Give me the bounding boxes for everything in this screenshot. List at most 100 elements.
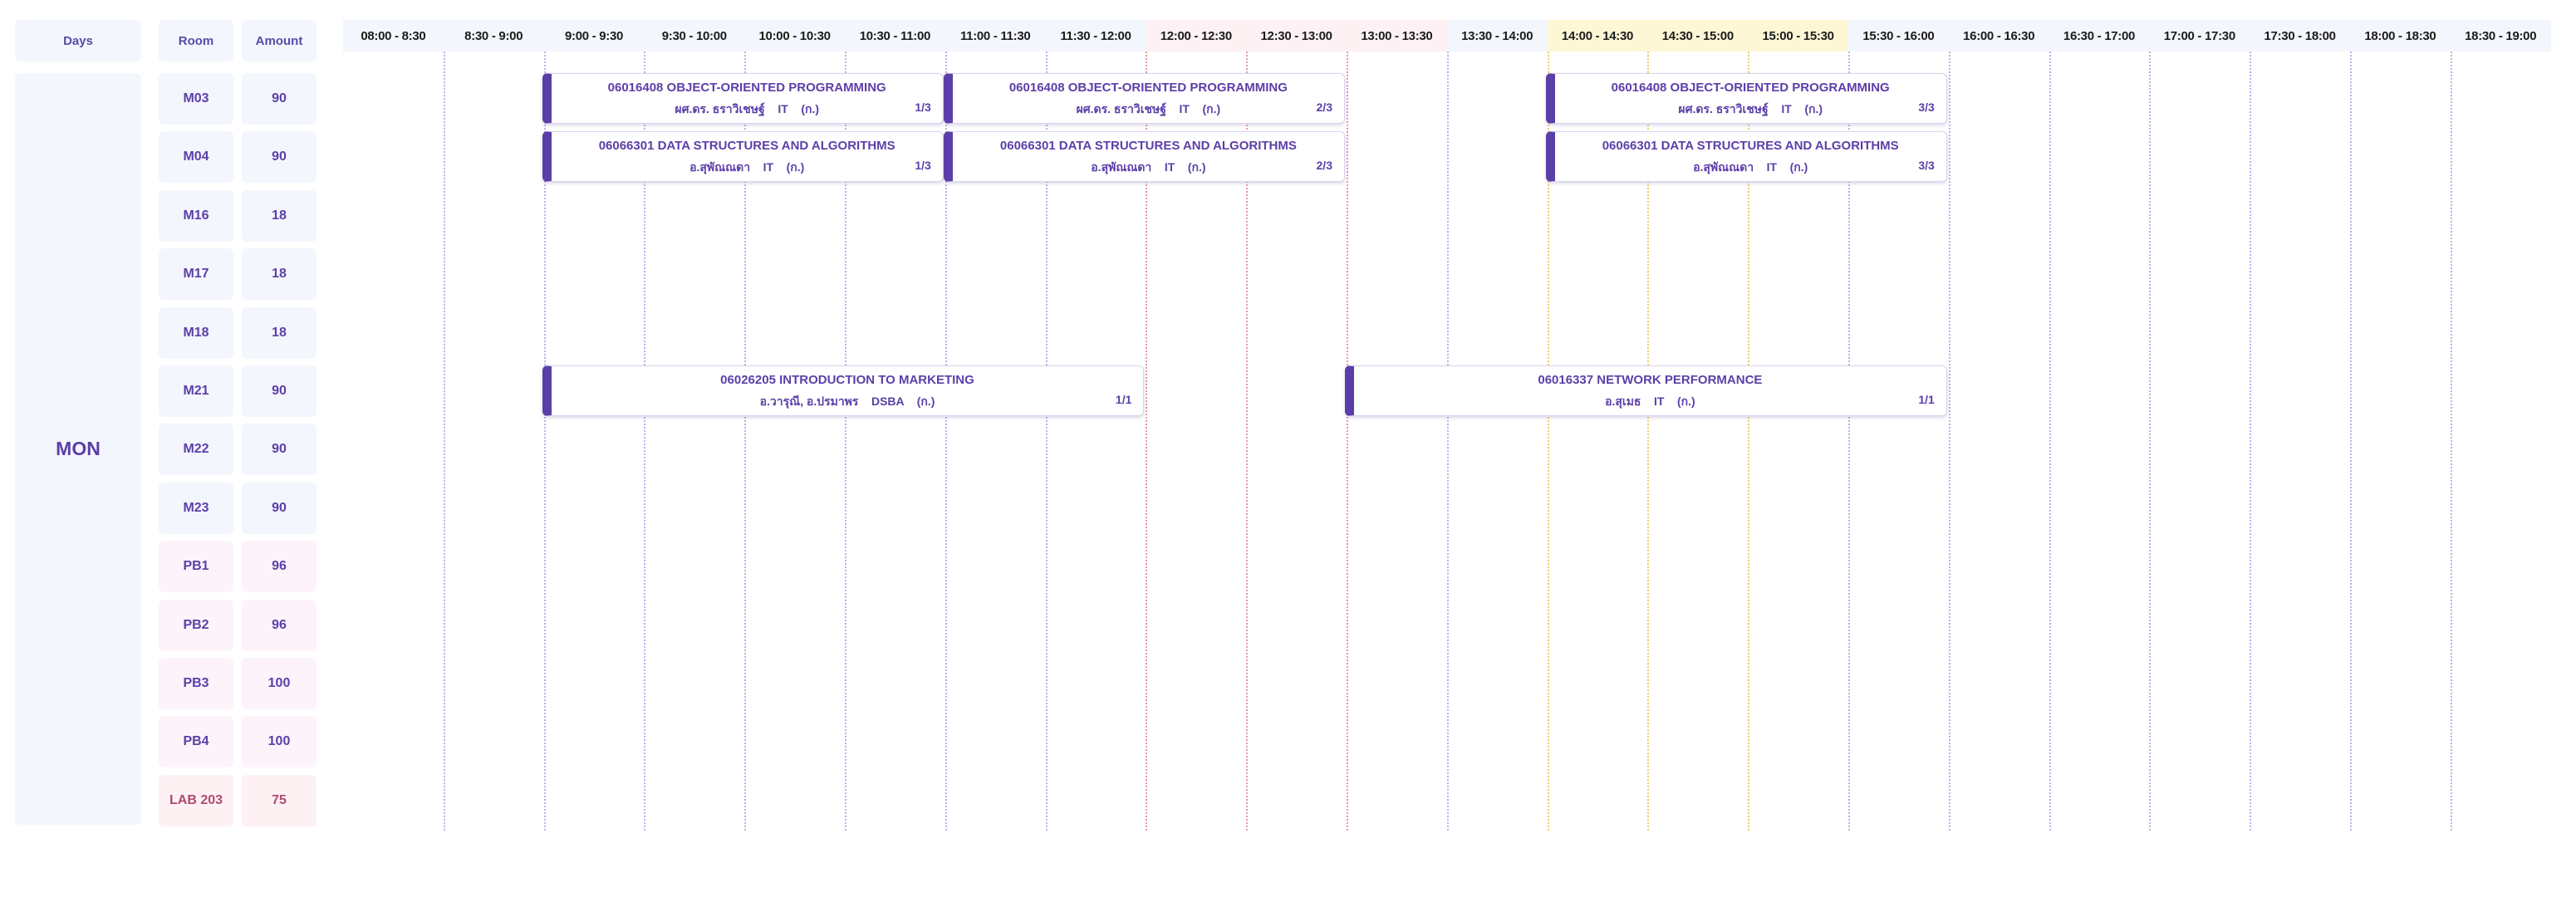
timeslot-6: 11:00 - 11:30	[945, 20, 1046, 51]
room-cell: M03	[159, 73, 233, 125]
class-instructor: อ.สุพัณณดา IT (ก.)	[689, 160, 805, 174]
class-instructor: อ.วารุณี, อ.ปรมาพร DSBA (ก.)	[759, 395, 935, 408]
class-title: 06016408 OBJECT-ORIENTED PROGRAMMING	[1611, 81, 1890, 95]
class-instructor: อ.สุเมธ IT (ก.)	[1605, 395, 1695, 408]
room-cell: M23	[159, 482, 233, 534]
grid-line	[1848, 51, 1850, 831]
amount-cell: 90	[242, 73, 316, 125]
timeslot-16: 16:00 - 16:30	[1948, 20, 2049, 51]
timeslot-17: 16:30 - 17:00	[2049, 20, 2150, 51]
class-title: 06026205 INTRODUCTION TO MARKETING	[720, 373, 974, 387]
class-instructor: อ.สุพัณณดา IT (ก.)	[1693, 160, 1808, 174]
grid-line	[1647, 51, 1650, 831]
timeslot-21: 18:30 - 19:00	[2450, 20, 2551, 51]
class-block[interactable]: 06016408 OBJECT-ORIENTED PROGRAMMING ผศ.ด…	[1545, 73, 1947, 124]
timeslot-2: 9:00 - 9:30	[543, 20, 645, 51]
grid-line	[845, 51, 846, 831]
amount-cell: 90	[242, 424, 316, 476]
class-title: 06066301 DATA STRUCTURES AND ALGORITHMS	[1602, 139, 1899, 154]
grid-line	[1948, 51, 1950, 831]
timeslot-19: 17:30 - 18:00	[2250, 20, 2350, 51]
class-title: 06016337 NETWORK PERFORMANCE	[1538, 373, 1763, 387]
timeslot-7: 11:30 - 12:00	[1045, 20, 1146, 51]
room-cell: M16	[159, 189, 233, 242]
amount-cell: 18	[242, 306, 316, 359]
grid-line	[945, 51, 947, 831]
class-title: 06066301 DATA STRUCTURES AND ALGORITHMS	[999, 139, 1297, 154]
class-block[interactable]: 06016408 OBJECT-ORIENTED PROGRAMMING ผศ.ด…	[542, 73, 944, 124]
amount-cell: 18	[242, 248, 316, 301]
class-section: 3/3	[1918, 100, 1935, 114]
timeslot-13: 14:30 - 15:00	[1647, 20, 1749, 51]
class-section: 1/1	[1115, 393, 1132, 406]
class-block[interactable]: 06066301 DATA STRUCTURES AND ALGORITHMS อ…	[1545, 131, 1947, 183]
class-section: 2/3	[1316, 100, 1332, 114]
room-cell: PB1	[159, 541, 233, 593]
class-instructor: ผศ.ดร. ธราวิเชษฐ์ IT (ก.)	[675, 102, 820, 115]
grid-line	[543, 51, 546, 831]
class-section: 3/3	[1918, 159, 1935, 173]
class-instructor: ผศ.ดร. ธราวิเชษฐ์ IT (ก.)	[1678, 102, 1823, 115]
grid-line	[1446, 51, 1449, 831]
timeslot-18: 17:00 - 17:30	[2149, 20, 2250, 51]
grid-line	[2149, 51, 2152, 831]
room-cell: M18	[159, 306, 233, 359]
room-cell: M22	[159, 424, 233, 476]
class-section: 1/3	[915, 100, 931, 114]
room-cell: M04	[159, 131, 233, 184]
timeslot-14: 15:00 - 15:30	[1748, 20, 1848, 51]
class-instructor: ผศ.ดร. ธราวิเชษฐ์ IT (ก.)	[1076, 102, 1221, 115]
grid-line	[1547, 51, 1549, 831]
class-section: 2/3	[1316, 159, 1332, 173]
timeslot-5: 10:30 - 11:00	[845, 20, 945, 51]
amount-cell: 90	[242, 131, 316, 184]
timeslot-11: 13:30 - 14:00	[1446, 20, 1548, 51]
timeslot-10: 13:00 - 13:30	[1347, 20, 1447, 51]
days-header: Days	[15, 20, 141, 61]
class-block[interactable]: 06016337 NETWORK PERFORMANCE อ.สุเมธ IT (…	[1345, 365, 1947, 416]
room-cell: PB3	[159, 658, 233, 709]
room-cell: PB2	[159, 599, 233, 651]
class-title: 06016408 OBJECT-ORIENTED PROGRAMMING	[1008, 81, 1288, 95]
timeslot-15: 15:30 - 16:00	[1848, 20, 1949, 51]
timeslot-0: 08:00 - 8:30	[343, 20, 444, 51]
day-label: MON	[15, 73, 141, 825]
room-cell: PB4	[159, 716, 233, 768]
amount-cell: 75	[242, 774, 316, 826]
grid-line	[2049, 51, 2051, 831]
class-title: 06016408 OBJECT-ORIENTED PROGRAMMING	[607, 81, 886, 95]
amount-cell: 90	[242, 365, 316, 417]
class-title: 06066301 DATA STRUCTURES AND ALGORITHMS	[598, 139, 895, 154]
timeslot-8: 12:00 - 12:30	[1146, 20, 1247, 51]
timeslot-3: 9:30 - 10:00	[644, 20, 745, 51]
timeslot-9: 12:30 - 13:00	[1246, 20, 1347, 51]
class-block[interactable]: 06026205 INTRODUCTION TO MARKETING อ.วารุ…	[542, 365, 1145, 416]
timeslot-4: 10:00 - 10:30	[744, 20, 845, 51]
class-block[interactable]: 06016408 OBJECT-ORIENTED PROGRAMMING ผศ.ด…	[943, 73, 1345, 124]
room-cell: M17	[159, 248, 233, 301]
class-block[interactable]: 06066301 DATA STRUCTURES AND ALGORITHMS อ…	[943, 131, 1345, 183]
grid-line	[1748, 51, 1750, 831]
grid-line	[1045, 51, 1048, 831]
amount-cell: 96	[242, 599, 316, 651]
amount-cell: 100	[242, 658, 316, 709]
amount-header: Amount	[242, 20, 316, 61]
amount-cell: 18	[242, 189, 316, 242]
grid-line	[443, 51, 445, 831]
amount-cell: 96	[242, 541, 316, 593]
grid-line	[744, 51, 747, 831]
grid-line	[2350, 51, 2352, 831]
grid-line	[1347, 51, 1348, 831]
class-block[interactable]: 06066301 DATA STRUCTURES AND ALGORITHMS อ…	[542, 131, 944, 183]
class-instructor: อ.สุพัณณดา IT (ก.)	[1091, 160, 1206, 174]
room-header: Room	[159, 20, 233, 61]
timeslot-12: 14:00 - 14:30	[1547, 20, 1648, 51]
timeslot-20: 18:00 - 18:30	[2350, 20, 2451, 51]
grid-line	[1246, 51, 1249, 831]
timeslot-1: 8:30 - 9:00	[443, 20, 544, 51]
amount-cell: 100	[242, 716, 316, 768]
class-section: 1/1	[1918, 393, 1935, 406]
class-section: 1/3	[915, 159, 931, 173]
grid-line	[2250, 51, 2252, 831]
room-cell: LAB 203	[159, 774, 233, 826]
